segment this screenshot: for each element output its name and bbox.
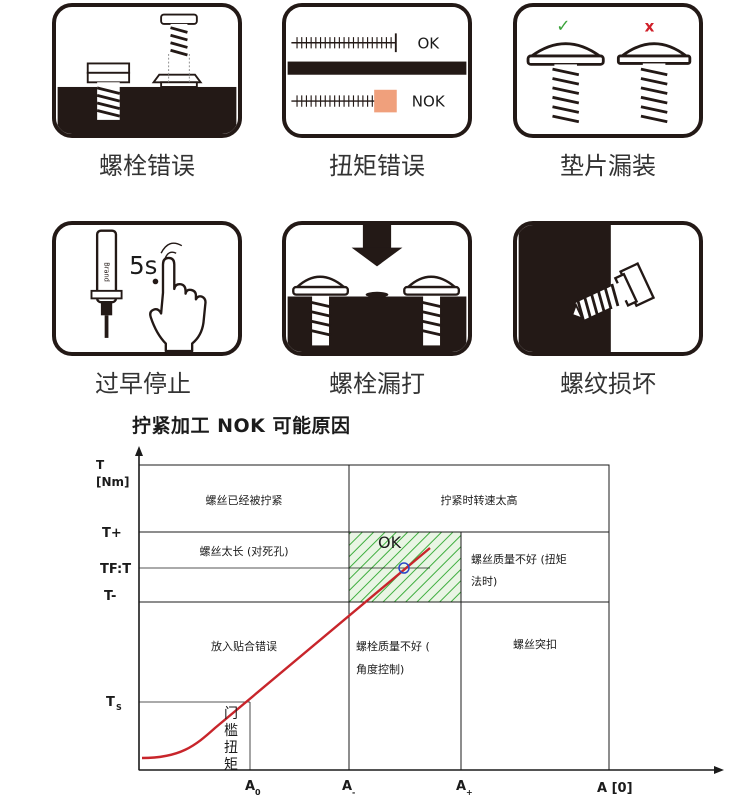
bolt-left-icon	[292, 275, 350, 346]
tile-wrong-torque: OK NOK	[282, 3, 472, 138]
threshold-char-2: 槛	[224, 723, 238, 739]
tile-missing-washer: ✓ x	[513, 3, 703, 138]
check-mark-icon: ✓	[556, 15, 570, 35]
caption-early-stop: 过早停止	[95, 370, 191, 398]
ok-zone	[348, 531, 462, 603]
tick-tf-t: TF:T	[100, 562, 131, 577]
tick-a0: A	[245, 779, 255, 794]
tile-thread-damage	[513, 221, 703, 356]
caption-missed-bolt: 螺栓漏打	[329, 370, 425, 398]
threshold-char-1: 门	[224, 706, 238, 722]
torque-ok-label: OK	[417, 34, 440, 52]
caption-missing-washer: 垫片漏装	[560, 152, 656, 180]
torque-nok-label: NOK	[412, 93, 446, 111]
diagram-grid	[138, 464, 610, 771]
bolt-right-icon	[403, 275, 461, 346]
diagram-title: 拧紧加工 NOK 可能原因	[132, 415, 351, 437]
caption-wrong-bolt: 螺栓错误	[99, 152, 195, 180]
y-axis-arrow	[135, 446, 143, 456]
svg-text:Brand: Brand	[103, 262, 111, 282]
tick-a-minus-subscript: -	[352, 788, 355, 797]
caption-thread-damage: 螺纹损坏	[560, 370, 656, 398]
tile-wrong-bolt	[52, 3, 242, 138]
x-axis-label: A [0]	[597, 781, 633, 796]
region-low-right: 螺丝突扣	[513, 637, 557, 651]
wrong-bolt-illustration	[57, 13, 237, 134]
nok-overshoot-block	[374, 89, 397, 113]
region-ok-label: OK	[378, 533, 402, 552]
bolt-left-icon	[86, 62, 131, 120]
tick-a-minus: A	[342, 779, 352, 794]
thread-damage-illustration	[518, 225, 656, 352]
region-top-left: 螺丝已经被拧紧	[206, 493, 283, 507]
tile-early-stop: Brand 5s	[52, 221, 242, 356]
tick-ts-subscript: S	[116, 703, 122, 712]
region-mid-right-line2: 法时)	[471, 574, 497, 588]
missed-bolt-illustration	[287, 225, 467, 352]
bolt-without-washer-icon	[616, 42, 692, 126]
hand-pointer-icon	[149, 256, 207, 352]
wrong-torque-illustration: OK NOK	[287, 7, 467, 134]
tick-t-plus: T+	[102, 526, 122, 541]
region-mid-left: 螺丝太长 (对死孔)	[199, 544, 288, 558]
empty-hole-icon	[365, 291, 389, 298]
region-mid-right-line1: 螺丝质量不好 (扭矩	[471, 552, 567, 566]
y-axis-label: T	[96, 458, 105, 472]
timer-label: 5s	[129, 251, 157, 280]
y-axis-unit: [Nm]	[96, 475, 130, 489]
threshold-char-3: 扭	[224, 740, 238, 756]
region-low-mid-line2: 角度控制)	[356, 662, 404, 676]
threshold-char-4: 矩	[224, 757, 238, 773]
torque-angle-curve	[141, 547, 431, 760]
tick-a-plus-subscript: +	[466, 788, 473, 797]
target-point-marker	[398, 562, 410, 574]
region-low-left: 放入贴合错误	[211, 639, 277, 653]
down-arrow-icon	[351, 225, 403, 267]
missing-washer-illustration: ✓ x	[526, 15, 692, 127]
bolt-with-washer-icon	[526, 42, 605, 127]
damaged-bolt-icon	[571, 262, 656, 323]
cross-mark-icon: x	[645, 17, 655, 35]
tick-a0-subscript: 0	[255, 788, 261, 797]
tick-t-minus: T-	[104, 589, 116, 604]
screwdriver-tool-icon: Brand	[90, 229, 123, 338]
bolt-right-icon	[151, 13, 203, 88]
tick-a-plus: A	[456, 779, 466, 794]
early-stop-illustration: Brand 5s	[90, 229, 207, 352]
region-top-right: 拧紧时转速太高	[441, 493, 518, 507]
tile-missed-bolt	[282, 221, 472, 356]
tick-ts: T	[106, 695, 115, 710]
caption-wrong-torque: 扭矩错误	[329, 152, 425, 180]
region-low-mid-line1: 螺栓质量不好 (	[356, 639, 430, 653]
x-axis-arrow	[714, 766, 724, 774]
